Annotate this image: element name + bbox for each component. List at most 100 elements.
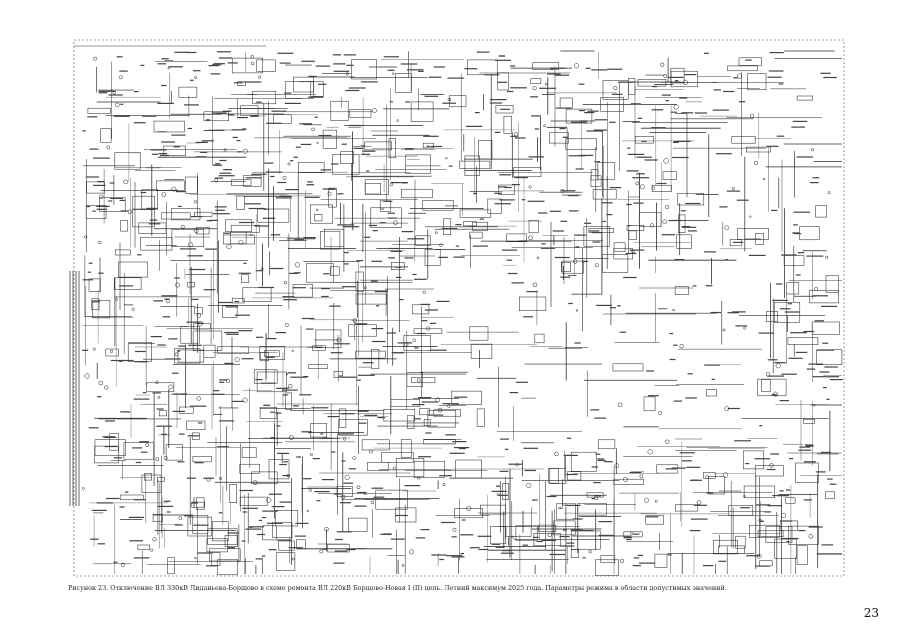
parameter-label-mark [388, 257, 395, 259]
bus-node [617, 402, 623, 408]
parameter-label-mark [455, 224, 462, 226]
parameter-label-mark [759, 520, 764, 522]
substation-box [113, 277, 142, 290]
parameter-label-mark [248, 207, 266, 210]
bus-node [352, 456, 356, 460]
parameter-label-mark [379, 222, 386, 224]
parameter-label-mark [652, 86, 657, 88]
parameter-label-mark [113, 115, 130, 117]
parameter-label-mark [236, 140, 241, 142]
bus-node [594, 263, 599, 268]
bus-node [417, 476, 421, 480]
bus-node [178, 516, 183, 520]
substation-box [411, 377, 436, 384]
parameter-label-mark [166, 511, 171, 513]
parameter-label-mark [129, 540, 143, 542]
bus-node [614, 463, 620, 469]
parameter-label-mark [218, 175, 235, 177]
parameter-label-mark [555, 107, 573, 109]
parameter-label-mark [566, 542, 575, 544]
parameter-label-mark [157, 505, 174, 507]
substation-box [171, 208, 201, 221]
parameter-label-mark [198, 322, 204, 324]
bus-node [161, 192, 167, 197]
bus-node [594, 496, 598, 501]
bus-node [724, 225, 730, 231]
parameter-label-mark [177, 461, 185, 463]
parameter-label-mark [159, 154, 170, 156]
substation-box [401, 188, 433, 199]
bus-node [194, 76, 198, 80]
parameter-label-mark [651, 109, 664, 111]
substation-box [583, 226, 611, 247]
schematic-drawing [69, 39, 845, 577]
parameter-label-mark [364, 414, 378, 416]
parameter-label-mark [826, 398, 830, 400]
parameter-label-mark [744, 238, 761, 240]
bus-node [547, 532, 552, 537]
bus-node [808, 534, 814, 539]
parameter-label-mark [563, 529, 567, 531]
parameter-label-mark [119, 70, 128, 72]
parameter-label-mark [183, 104, 199, 106]
bus-node [152, 537, 157, 542]
bus-node [242, 148, 248, 154]
parameter-label-mark [472, 245, 488, 247]
parameter-label-mark [820, 72, 831, 74]
parameter-label-mark [249, 526, 265, 528]
bus-node [287, 162, 291, 166]
parameter-label-mark [461, 519, 466, 521]
substation-box [651, 185, 672, 192]
parameter-label-mark [575, 168, 584, 170]
parameter-label-mark [415, 537, 426, 539]
parameter-label-mark [134, 91, 139, 93]
parameter-label-mark [582, 557, 586, 559]
parameter-label-mark [500, 108, 510, 110]
parameter-label-mark [388, 247, 400, 250]
bus-node [319, 549, 324, 554]
substation-box [273, 114, 292, 124]
parameter-label-mark [579, 110, 586, 112]
parameter-label-mark [723, 90, 735, 93]
substation-box [759, 560, 773, 567]
parameter-label-mark [733, 77, 739, 79]
parameter-label-mark [788, 357, 803, 359]
substation-box [654, 553, 668, 568]
parameter-label-mark [704, 52, 709, 54]
parameter-label-mark [405, 101, 410, 103]
substation-box [467, 59, 498, 76]
parameter-label-mark [554, 74, 570, 76]
substation-box [178, 86, 198, 98]
parameter-label-mark [538, 212, 548, 214]
parameter-label-mark [161, 58, 169, 60]
bus-node [758, 518, 762, 523]
parameter-label-mark [710, 311, 721, 314]
parameter-label-mark [283, 461, 288, 463]
substation-box [109, 433, 120, 451]
parameter-label-mark [368, 224, 377, 227]
parameter-label-mark [198, 422, 203, 424]
substation-box [549, 132, 569, 144]
parameter-label-mark [523, 316, 533, 318]
parameter-label-mark [494, 203, 511, 205]
bus-node [575, 309, 579, 312]
parameter-label-mark [300, 143, 312, 145]
substation-box [463, 221, 477, 227]
parameter-label-mark [263, 404, 271, 406]
substation-box [735, 535, 746, 549]
parameter-label-mark [215, 163, 221, 165]
parameter-label-mark [793, 233, 802, 235]
parameter-label-mark [241, 540, 246, 542]
parameter-label-mark [539, 87, 557, 89]
bus-node [181, 224, 185, 229]
parameter-label-mark [448, 165, 453, 167]
parameter-label-mark [215, 209, 225, 211]
substation-box [217, 559, 238, 576]
parameter-label-mark [371, 340, 386, 343]
parameter-label-mark [261, 555, 266, 557]
parameter-label-mark [454, 447, 470, 449]
parameter-label-mark [829, 483, 837, 485]
parameter-label-mark [796, 156, 813, 158]
parameter-label-mark [445, 555, 463, 557]
parameter-label-mark [755, 565, 770, 567]
